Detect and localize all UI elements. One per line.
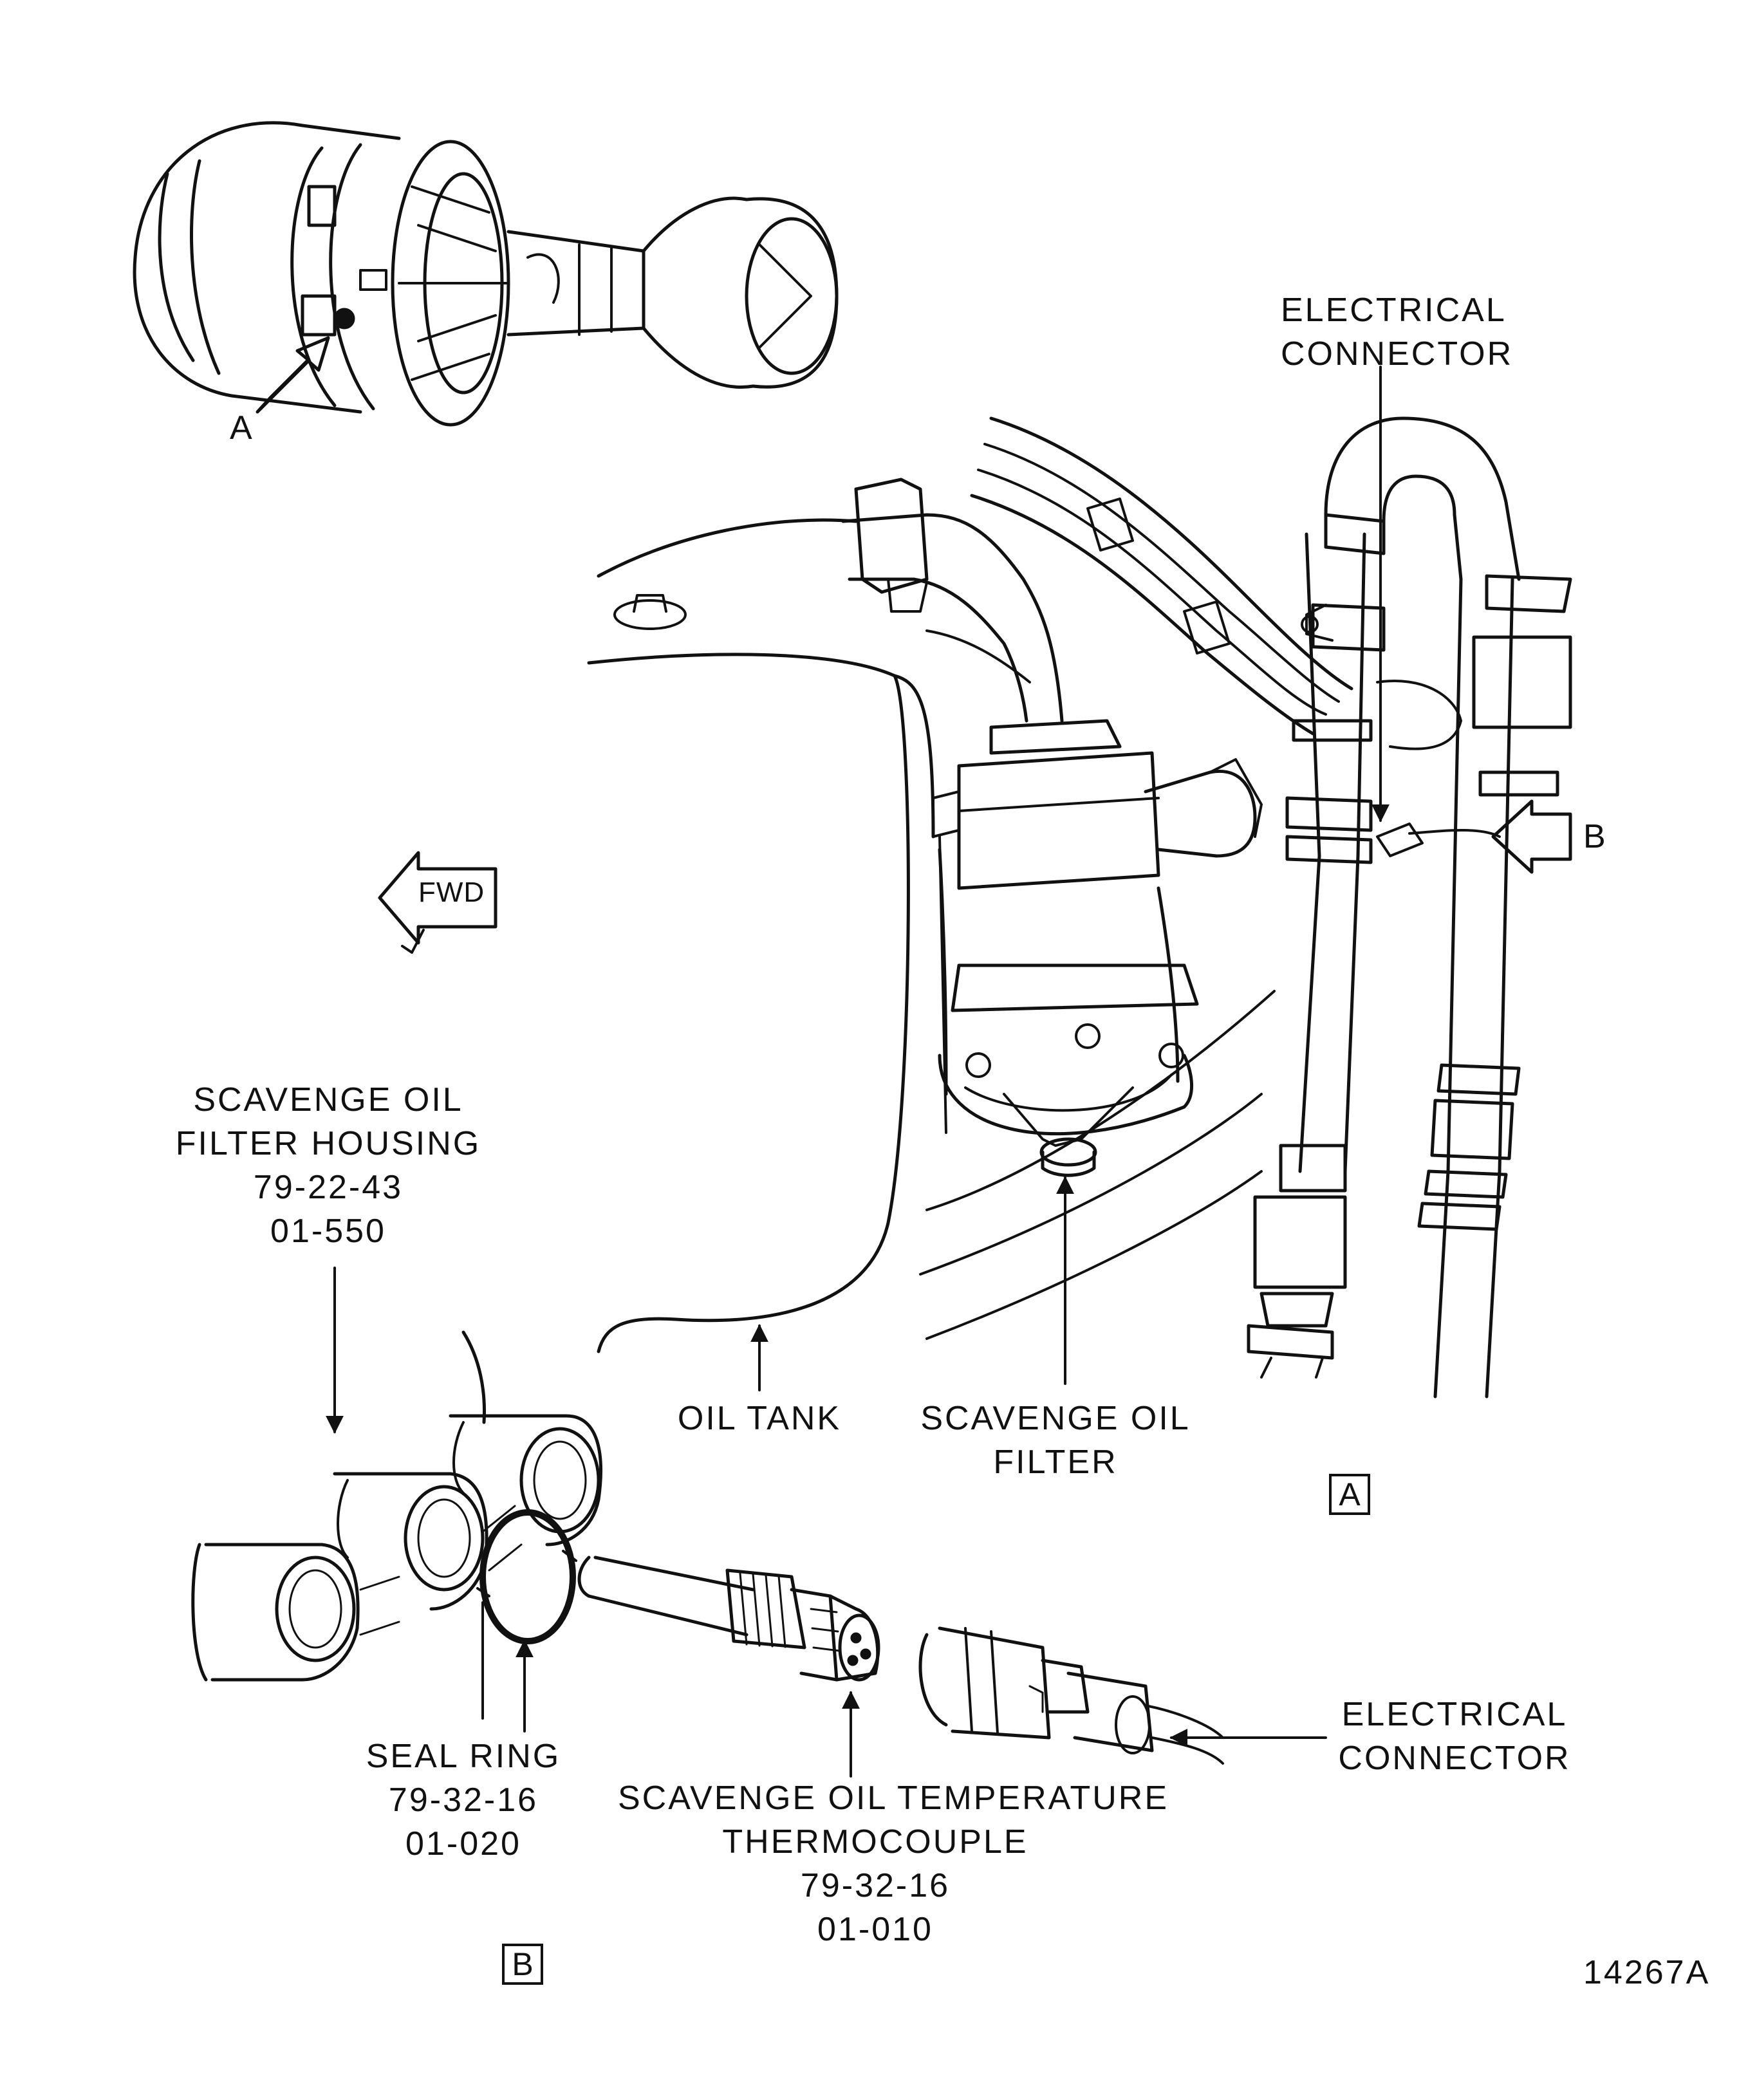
figure-number: 14267A <box>1583 1954 1711 1991</box>
filter-housing-label-line1: SCAVENGE OIL <box>193 1081 463 1119</box>
thermocouple-label: SCAVENGE OIL TEMPERATURE THERMOCOUPLE 79… <box>618 1776 1169 1951</box>
hoses-and-tubes <box>970 416 1572 1398</box>
electrical-connector-detail <box>918 1626 1224 1765</box>
electrical-connector-label-top-line1: ELECTRICAL <box>1281 292 1507 329</box>
electrical-connector-label-top: ELECTRICAL CONNECTOR <box>1281 288 1514 376</box>
thermocouple-detail <box>577 1556 880 1682</box>
view-a-arrow-label: A <box>230 409 254 447</box>
scavenge-oil-filter-label: SCAVENGE OIL FILTER <box>914 1397 1197 1484</box>
filter-housing-label-line2: FILTER HOUSING <box>175 1125 481 1162</box>
oil-tank <box>587 518 1276 1353</box>
oil-tank-label: OIL TANK <box>677 1400 842 1437</box>
thermocouple-label-line4: 01-010 <box>817 1911 933 1948</box>
view-a-box: A <box>1329 1474 1370 1515</box>
scavenge-oil-filter <box>841 478 1263 1177</box>
seal-ring-label: SEAL RING 79-32-16 01-020 <box>348 1734 579 1866</box>
seal-ring-detail <box>476 1509 577 1644</box>
thermocouple-label-line3: 79-32-16 <box>800 1867 951 1904</box>
electrical-connector-label-top-line2: CONNECTOR <box>1281 335 1514 373</box>
scavenge-oil-filter-label-line2: FILTER <box>993 1444 1118 1481</box>
engine-overview <box>133 121 839 427</box>
fwd-label: FWD <box>418 877 485 908</box>
seal-ring-label-line3: 01-020 <box>405 1825 521 1863</box>
fwd-arrow <box>378 851 497 954</box>
electrical-connector-label-bottom-line1: ELECTRICAL <box>1341 1696 1568 1733</box>
thermocouple-label-line2: THERMOCOUPLE <box>722 1823 1028 1861</box>
electrical-connector-label-bottom-line2: CONNECTOR <box>1338 1740 1571 1777</box>
seal-ring-label-line2: 79-32-16 <box>388 1781 539 1819</box>
seal-ring-label-line1: SEAL RING <box>366 1738 561 1775</box>
filter-housing-detail <box>191 1330 602 1682</box>
thermocouple-label-line1: SCAVENGE OIL TEMPERATURE <box>618 1779 1169 1817</box>
view-b-box: B <box>502 1944 543 1985</box>
filter-housing-label: SCAVENGE OIL FILTER HOUSING 79-22-43 01-… <box>148 1078 508 1253</box>
scavenge-oil-filter-label-line1: SCAVENGE OIL <box>920 1400 1191 1437</box>
filter-housing-label-line4: 01-550 <box>270 1213 386 1250</box>
leader-lines <box>326 366 1390 1778</box>
view-b-arrow-label: B <box>1583 818 1608 855</box>
electrical-connector-label-bottom: ELECTRICAL CONNECTOR <box>1332 1693 1577 1780</box>
filter-housing-label-line3: 79-22-43 <box>253 1169 404 1206</box>
